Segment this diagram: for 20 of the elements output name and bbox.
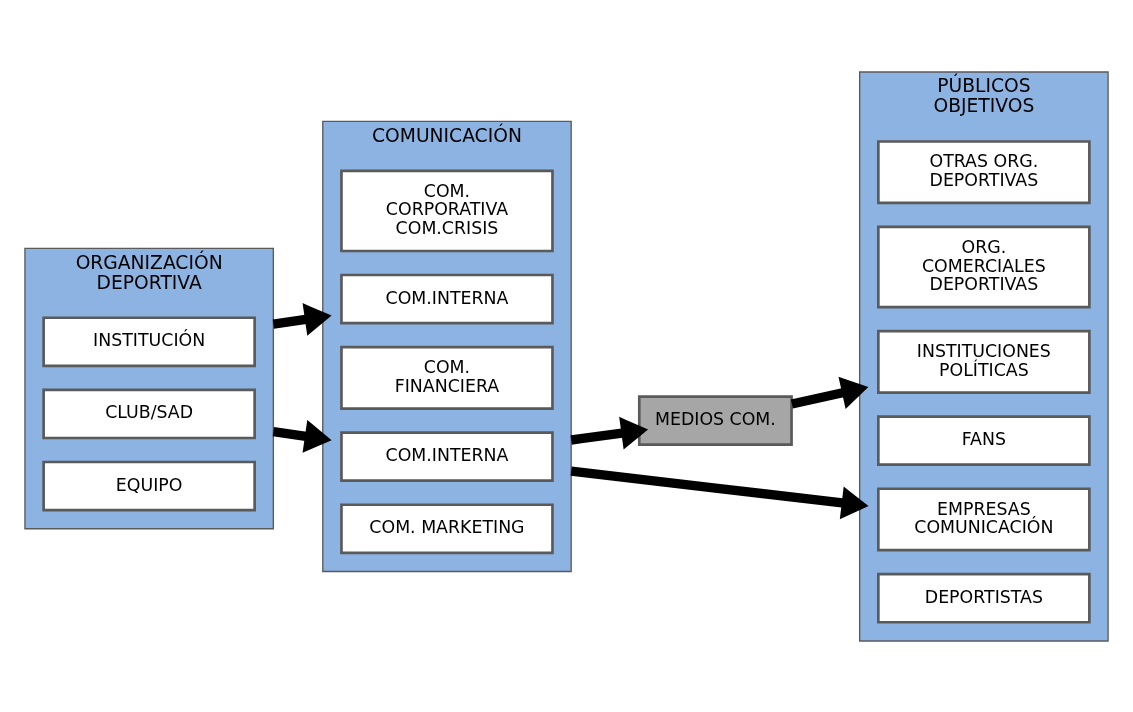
arrow — [790, 376, 869, 409]
node-box: FANS — [877, 414, 1091, 466]
node-box: MEDIOS COM. — [637, 394, 793, 446]
arrow — [570, 416, 649, 450]
node-box: EMPRESAS COMUNICACIÓN — [877, 486, 1091, 551]
node-box: CLUB/SAD — [42, 388, 256, 439]
node-box: ORG. COMERCIALES DEPORTIVAS — [877, 225, 1091, 308]
node-box: EQUIPO — [42, 460, 256, 511]
arrow — [272, 419, 332, 453]
node-box: COM.INTERNA — [340, 430, 554, 482]
node-box: COM.INTERNA — [340, 273, 554, 324]
node-box: COM. MARKETING — [340, 502, 554, 554]
node-box: COM. FINANCIERA — [340, 345, 554, 410]
node-box: COM. CORPORATIVA COM.CRISIS — [340, 169, 554, 252]
node-box: INSTITUCIONES POLÍTICAS — [877, 329, 1091, 394]
arrow — [570, 465, 869, 519]
node-box: OTRAS ORG. DEPORTIVAS — [877, 139, 1091, 204]
arrow — [272, 302, 332, 336]
node-box: INSTITUCIÓN — [42, 315, 256, 367]
node-box: DEPORTISTAS — [877, 572, 1091, 624]
